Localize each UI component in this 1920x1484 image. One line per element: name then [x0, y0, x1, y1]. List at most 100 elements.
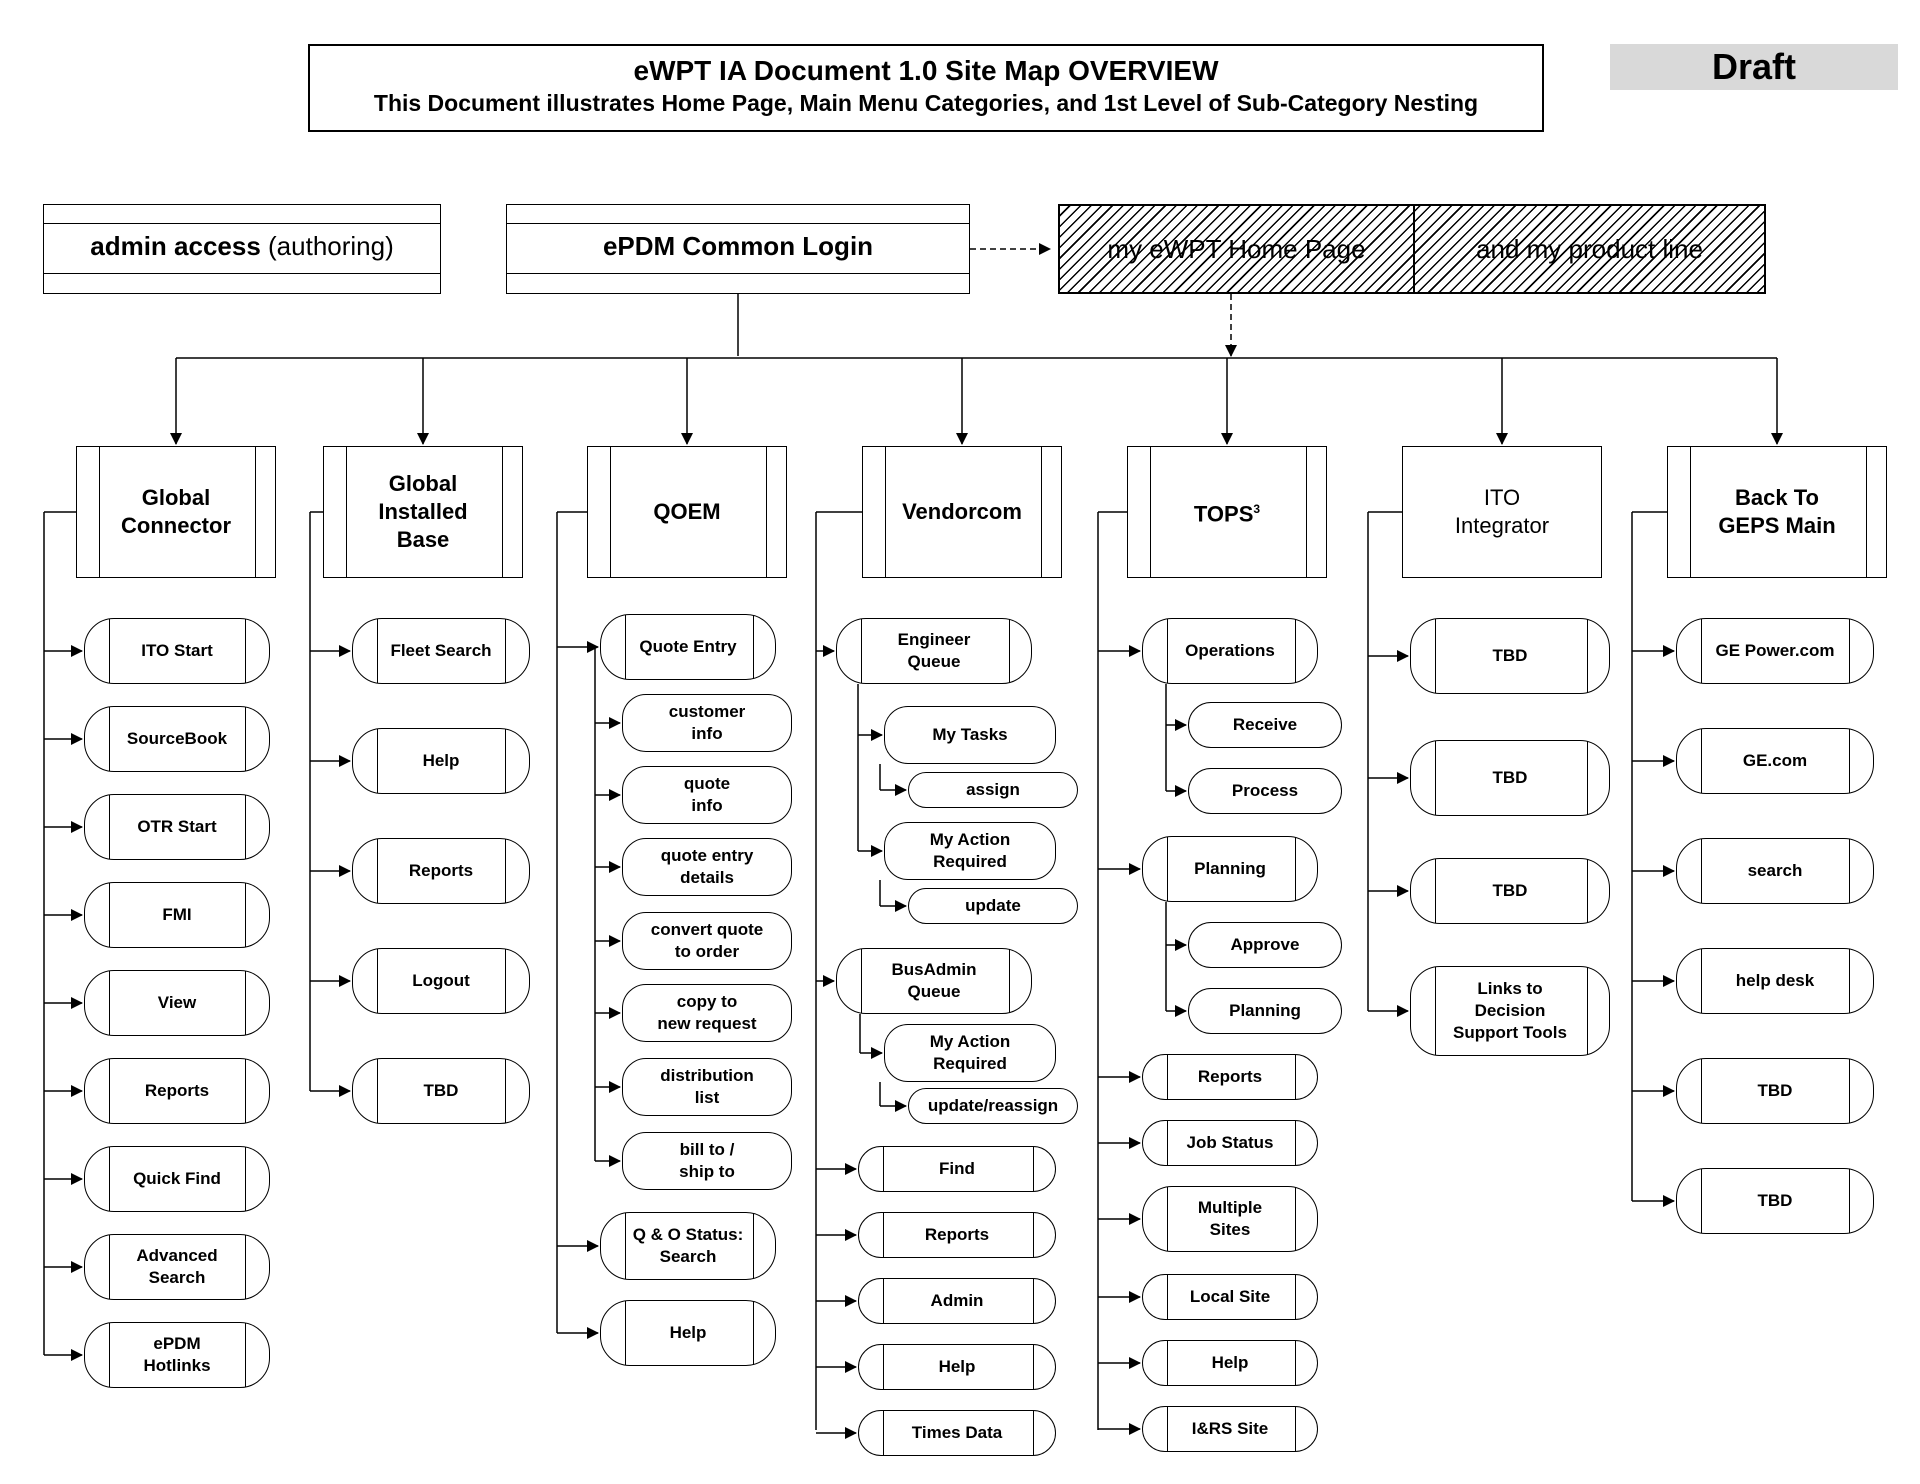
node-fmi[interactable]: FMI [84, 882, 270, 948]
node-tbd[interactable]: TBD [1410, 740, 1610, 816]
category-tops[interactable]: TOPS3 [1127, 446, 1327, 578]
node-epdm-hotlinks[interactable]: ePDM Hotlinks [84, 1322, 270, 1388]
node-logout[interactable]: Logout [352, 948, 530, 1014]
category-ito-integrator-label: ITO Integrator [1454, 485, 1550, 538]
node-operations-label: Operations [1185, 641, 1275, 660]
node-ge-com-label: GE.com [1742, 751, 1808, 770]
node-i-rs-site[interactable]: I&RS Site [1142, 1406, 1318, 1452]
sub-node-receive[interactable]: Receive [1188, 702, 1342, 748]
category-ito-integrator[interactable]: ITO Integrator [1402, 446, 1602, 578]
node-engineer-queue-label: Engineer Queue [897, 630, 971, 671]
category-global-installed-base[interactable]: Global Installed Base [323, 446, 523, 578]
node-reports[interactable]: Reports [352, 838, 530, 904]
node-help-desk[interactable]: help desk [1676, 948, 1874, 1014]
node-q-o-status-search-label: Q & O Status: Search [632, 1225, 744, 1266]
node-help[interactable]: Help [858, 1344, 1056, 1390]
sub-node-copy-to-new-request[interactable]: copy to new request [622, 984, 792, 1042]
sub-node-my-action-required-label: My Action Required [929, 1032, 1011, 1073]
node-advanced-search[interactable]: Advanced Search [84, 1234, 270, 1300]
node-ge-power-com-label: GE Power.com [1715, 641, 1835, 660]
sub-node-planning-label: Planning [1229, 1001, 1301, 1020]
category-vendorcom[interactable]: Vendorcom [862, 446, 1062, 578]
sub-node-customer-info[interactable]: customer info [622, 694, 792, 752]
sub-node-planning[interactable]: Planning [1188, 988, 1342, 1034]
leaf-node-update[interactable]: update [908, 888, 1078, 924]
node-search-label: search [1747, 861, 1803, 880]
sub-node-bill-to-ship-to[interactable]: bill to / ship to [622, 1132, 792, 1190]
sub-node-my-tasks[interactable]: My Tasks [884, 706, 1056, 764]
node-quote-entry-label: Quote Entry [639, 637, 737, 656]
node-multiple-sites-label: Multiple Sites [1197, 1198, 1263, 1239]
node-help-label: Help [1211, 1353, 1249, 1372]
node-job-status[interactable]: Job Status [1142, 1120, 1318, 1166]
leaf-node-assign-label: assign [966, 780, 1020, 799]
node-multiple-sites[interactable]: Multiple Sites [1142, 1186, 1318, 1252]
node-admin[interactable]: Admin [858, 1278, 1056, 1324]
node-tbd-label: TBD [1492, 768, 1528, 787]
sub-node-process[interactable]: Process [1188, 768, 1342, 814]
node-tbd[interactable]: TBD [1410, 858, 1610, 924]
category-vendorcom-label: Vendorcom [902, 499, 1022, 524]
node-times-data[interactable]: Times Data [858, 1410, 1056, 1456]
sub-node-my-action-required[interactable]: My Action Required [884, 822, 1056, 880]
admin-access-note: (authoring) [260, 231, 394, 261]
category-global-connector[interactable]: Global Connector [76, 446, 276, 578]
node-tbd[interactable]: TBD [352, 1058, 530, 1124]
node-quote-entry[interactable]: Quote Entry [600, 614, 776, 680]
node-operations[interactable]: Operations [1142, 618, 1318, 684]
node-help[interactable]: Help [352, 728, 530, 794]
common-login-box: ePDM Common Login [506, 204, 970, 294]
node-q-o-status-search[interactable]: Q & O Status: Search [600, 1212, 776, 1280]
sub-node-approve[interactable]: Approve [1188, 922, 1342, 968]
sub-node-convert-quote-to-order[interactable]: convert quote to order [622, 912, 792, 970]
node-planning[interactable]: Planning [1142, 836, 1318, 902]
leaf-node-assign[interactable]: assign [908, 772, 1078, 808]
node-engineer-queue[interactable]: Engineer Queue [836, 618, 1032, 684]
sub-node-my-tasks-label: My Tasks [932, 725, 1008, 744]
common-login-label: ePDM Common Login [602, 231, 874, 261]
node-admin-label: Admin [930, 1291, 984, 1310]
node-sourcebook[interactable]: SourceBook [84, 706, 270, 772]
node-reports[interactable]: Reports [1142, 1054, 1318, 1100]
node-fleet-search[interactable]: Fleet Search [352, 618, 530, 684]
node-ge-com[interactable]: GE.com [1676, 728, 1874, 794]
node-help-label: Help [669, 1323, 707, 1342]
node-ito-start[interactable]: ITO Start [84, 618, 270, 684]
node-find-label: Find [939, 1159, 975, 1178]
leaf-node-update-reassign[interactable]: update/reassign [908, 1088, 1078, 1124]
sub-node-approve-label: Approve [1230, 935, 1300, 954]
node-quick-find-label: Quick Find [133, 1169, 221, 1188]
node-otr-start[interactable]: OTR Start [84, 794, 270, 860]
node-sourcebook-label: SourceBook [126, 729, 228, 748]
node-reports[interactable]: Reports [858, 1212, 1056, 1258]
draft-badge: Draft [1610, 44, 1898, 90]
node-reports-label: Reports [408, 861, 474, 880]
node-help[interactable]: Help [1142, 1340, 1318, 1386]
sub-node-receive-label: Receive [1232, 715, 1298, 734]
node-epdm-hotlinks-label: ePDM Hotlinks [143, 1334, 211, 1375]
sub-node-quote-entry-details[interactable]: quote entry details [622, 838, 792, 896]
sub-node-quote-info[interactable]: quote info [622, 766, 792, 824]
node-tbd-label: TBD [1492, 881, 1528, 900]
node-tbd[interactable]: TBD [1676, 1168, 1874, 1234]
node-busadmin-queue[interactable]: BusAdmin Queue [836, 948, 1032, 1014]
node-local-site-label: Local Site [1189, 1287, 1271, 1306]
node-tbd[interactable]: TBD [1410, 618, 1610, 694]
sub-node-my-action-required[interactable]: My Action Required [884, 1024, 1056, 1082]
node-local-site[interactable]: Local Site [1142, 1274, 1318, 1320]
node-links-to-decision-support-tools[interactable]: Links to Decision Support Tools [1410, 966, 1610, 1056]
node-search[interactable]: search [1676, 838, 1874, 904]
node-find[interactable]: Find [858, 1146, 1056, 1192]
node-reports[interactable]: Reports [84, 1058, 270, 1124]
node-tbd[interactable]: TBD [1676, 1058, 1874, 1124]
category-back-to-geps-main[interactable]: Back To GEPS Main [1667, 446, 1887, 578]
node-view[interactable]: View [84, 970, 270, 1036]
node-quick-find[interactable]: Quick Find [84, 1146, 270, 1212]
sub-node-bill-to-ship-to-label: bill to / ship to [679, 1140, 735, 1181]
node-advanced-search-label: Advanced Search [136, 1246, 218, 1287]
category-qoem[interactable]: QOEM [587, 446, 787, 578]
node-help[interactable]: Help [600, 1300, 776, 1366]
node-fleet-search-label: Fleet Search [390, 641, 492, 660]
node-ge-power-com[interactable]: GE Power.com [1676, 618, 1874, 684]
sub-node-distribution-list[interactable]: distribution list [622, 1058, 792, 1116]
